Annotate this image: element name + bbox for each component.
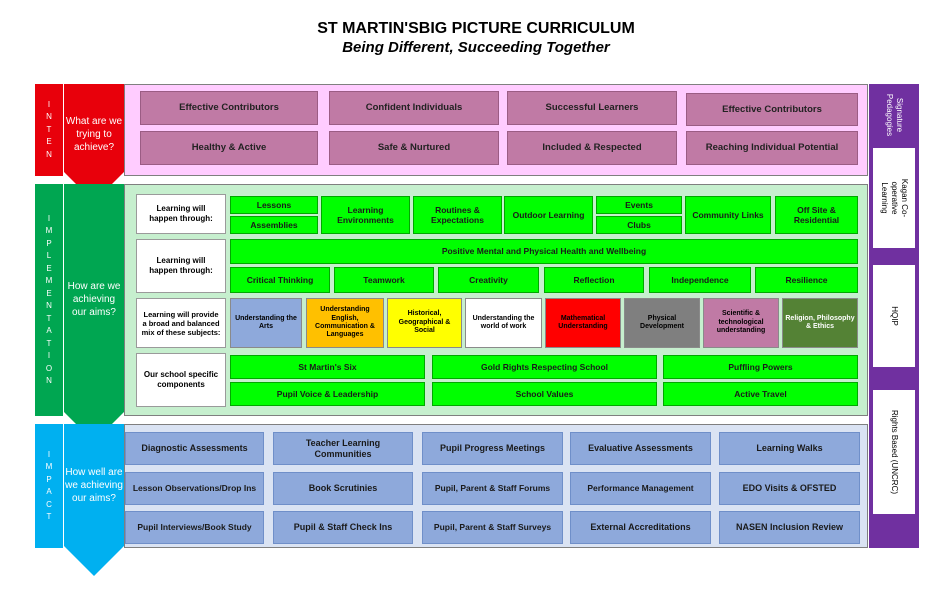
impact-box: EDO Visits & OFSTED xyxy=(719,472,860,505)
learning-assemblies: Assemblies xyxy=(230,216,318,234)
learning-environments: Learning Environments xyxy=(321,196,410,234)
learning-offsite: Off Site & Residential xyxy=(775,196,858,234)
intent-box: Healthy & Active xyxy=(140,131,318,165)
row-label: Learning will provide a broad and balanc… xyxy=(136,298,226,348)
impact-box: Pupil, Parent & Staff Forums xyxy=(422,472,563,505)
subject-box: Historical, Geographical & Social xyxy=(387,298,462,348)
signature-item: Kagan Co-operative Learning xyxy=(873,148,915,248)
impact-box: Pupil Progress Meetings xyxy=(422,432,563,465)
subject-box: Understanding the world of work xyxy=(465,298,542,348)
impact-box: Pupil & Staff Check Ins xyxy=(273,511,413,544)
signature-item: Rights Based (UNCRC) xyxy=(873,390,915,514)
wellbeing-banner: Positive Mental and Physical Health and … xyxy=(230,239,858,264)
learning-routines: Routines & Expectations xyxy=(413,196,502,234)
subject-box: Understanding English, Communication & L… xyxy=(306,298,384,348)
signature-item: HQIP xyxy=(873,265,915,367)
subject-box: Understanding the Arts xyxy=(230,298,302,348)
learning-lessons: Lessons xyxy=(230,196,318,214)
implementation-arrow xyxy=(64,184,124,442)
impact-box: Teacher Learning Communities xyxy=(273,432,413,465)
subject-box: Scientific & technological understanding xyxy=(703,298,779,348)
page-subtitle: Being Different, Succeeding Together xyxy=(342,39,610,56)
impact-box: Pupil, Parent & Staff Surveys xyxy=(422,511,563,544)
subject-box: Physical Development xyxy=(624,298,700,348)
intent-box: Successful Learners xyxy=(507,91,677,125)
impact-box: Evaluative Assessments xyxy=(570,432,711,465)
impact-box: Pupil Interviews/Book Study xyxy=(125,511,264,544)
impact-box: Learning Walks xyxy=(719,432,860,465)
intent-box: Reaching Individual Potential xyxy=(686,131,858,165)
intent-box: Safe & Nurtured xyxy=(329,131,499,165)
component-box: St Martin's Six xyxy=(230,355,425,379)
skill: Creativity xyxy=(438,267,539,293)
intent-box: Confident Individuals xyxy=(329,91,499,125)
row-label: Learning will happen through: xyxy=(136,194,226,234)
learning-outdoor: Outdoor Learning xyxy=(504,196,593,234)
skill: Critical Thinking xyxy=(230,267,330,293)
impact-box: Performance Management xyxy=(570,472,711,505)
intent-question: What are we trying to achieve? xyxy=(65,116,123,153)
impact-box: Lesson Observations/Drop Ins xyxy=(125,472,264,505)
row-label: Our school specific components xyxy=(136,353,226,407)
skill: Reflection xyxy=(544,267,644,293)
intent-box: Effective Contributors xyxy=(686,93,858,126)
intent-arrow xyxy=(64,84,124,202)
learning-community: Community Links xyxy=(685,196,771,234)
subject-box: Religion, Philosophy & Ethics xyxy=(782,298,858,348)
impact-box: External Accreditations xyxy=(570,511,711,544)
intent-box: Effective Contributors xyxy=(140,91,318,125)
learning-events: Events xyxy=(596,196,682,214)
component-box: School Values xyxy=(432,382,657,406)
signature-title: Signature Pedagogies xyxy=(885,93,904,137)
page-title: ST MARTIN'SBIG PICTURE CURRICULUM xyxy=(317,20,635,37)
impact-box: NASEN Inclusion Review xyxy=(719,511,860,544)
impact-box: Diagnostic Assessments xyxy=(125,432,264,465)
skill: Teamwork xyxy=(334,267,434,293)
component-box: Pupil Voice & Leadership xyxy=(230,382,425,406)
subject-box: Mathematical Understanding xyxy=(545,298,621,348)
impact-question: How well are we achieving our aims? xyxy=(65,467,123,504)
row-label: Learning will happen through: xyxy=(136,239,226,293)
skill: Resilience xyxy=(755,267,858,293)
implementation-question: How are we achieving our aims? xyxy=(67,281,121,318)
component-box: Puffling Powers xyxy=(663,355,858,379)
intent-box: Included & Respected xyxy=(507,131,677,165)
component-box: Active Travel xyxy=(663,382,858,406)
impact-box: Book Scrutinies xyxy=(273,472,413,505)
component-box: Gold Rights Respecting School xyxy=(432,355,657,379)
learning-clubs: Clubs xyxy=(596,216,682,234)
skill: Independence xyxy=(649,267,751,293)
impact-arrow xyxy=(64,424,124,576)
